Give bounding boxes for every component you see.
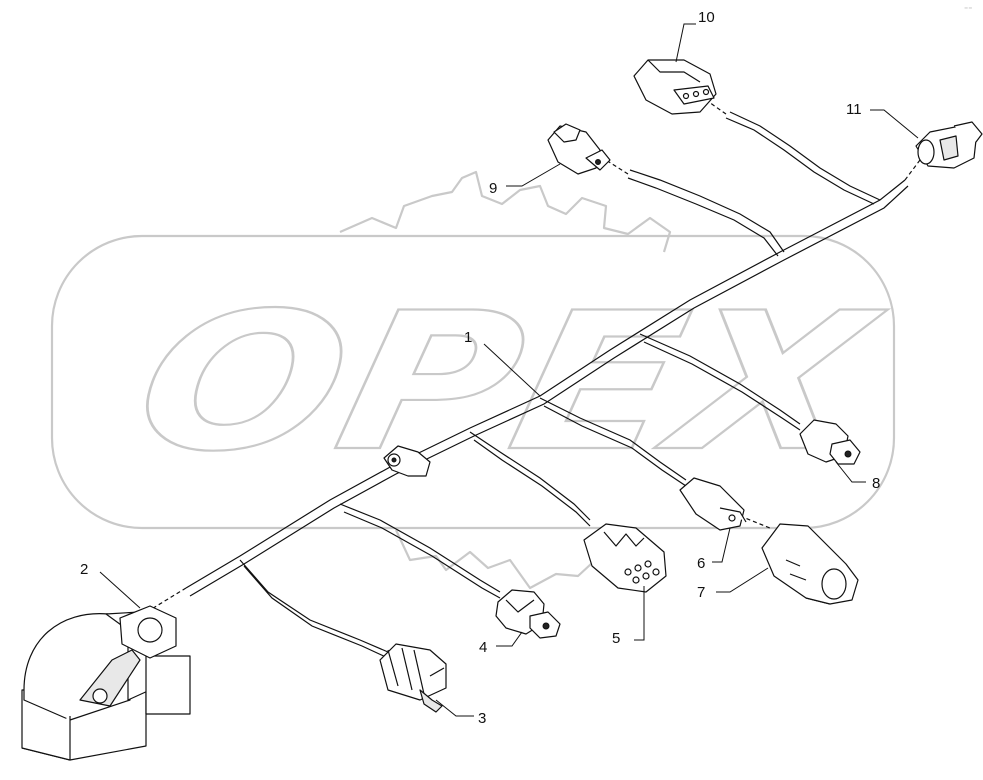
wire-to-connector-5-b (473, 439, 591, 527)
leader-4 (496, 631, 523, 647)
part-9-connector (547, 123, 611, 175)
wire-to-switch (149, 587, 187, 611)
opex-watermark: OPEX (50, 170, 897, 590)
watermark-gear-bottom (395, 529, 605, 590)
leader-2 (99, 571, 141, 609)
callout-9: 9 (489, 180, 497, 197)
wire-to-connector-5-a (469, 431, 591, 521)
corner-mark: ⁻⁻ (964, 5, 972, 14)
wire-to-connector-9-b (627, 177, 779, 257)
wire-to-connector-3-a (239, 559, 389, 653)
wire-to-connector-9-a (629, 169, 785, 253)
watermark-gear (339, 170, 672, 253)
callout-6: 6 (697, 555, 705, 572)
callout-1: 1 (464, 329, 472, 346)
callout-10: 10 (698, 9, 715, 26)
part-6-connector (679, 477, 747, 531)
callout-2: 2 (80, 561, 88, 578)
part-3-connector (379, 643, 447, 713)
leader-5 (634, 586, 645, 641)
wire-to-connector-10-b (725, 117, 875, 205)
callout-3: 3 (478, 710, 486, 727)
wire-to-connector-3-b (243, 565, 389, 659)
wire-to-connector-8-a (639, 333, 801, 425)
part-4-connector (495, 589, 561, 639)
leader-11 (870, 109, 919, 139)
harness-wires (149, 99, 921, 659)
wire-to-connector-10-a (729, 111, 881, 201)
leader-8 (835, 461, 866, 483)
part-7-connector (761, 523, 859, 605)
leader-6 (712, 527, 731, 563)
trunk-wire-b (189, 185, 909, 597)
part-10-connector (633, 59, 717, 115)
callout-7: 7 (697, 584, 705, 601)
wire-to-connector-7 (739, 515, 771, 529)
part-5-connector (583, 523, 667, 593)
wire-to-connector-11-dash (904, 159, 921, 181)
leader-1 (483, 343, 541, 397)
callout-4: 4 (479, 639, 487, 656)
watermark-plate (50, 234, 896, 530)
wire-to-connector-6-b (543, 405, 687, 487)
callout-11: 11 (846, 101, 862, 118)
part-11-connector (915, 121, 983, 169)
leader-lines (99, 23, 919, 717)
leader-10 (675, 23, 696, 63)
leader-9 (506, 163, 561, 187)
part-5-pins (624, 560, 660, 584)
callout-numbers: 1 2 3 4 5 6 7 8 9 10 11 (80, 9, 880, 727)
part-8-connector (799, 419, 861, 465)
wire-to-connector-4-b (343, 511, 501, 599)
part-2-switch (21, 605, 191, 761)
wire-to-connector-6-a (539, 397, 687, 481)
watermark-text: OPEX (119, 273, 896, 494)
wire-to-connector-4-a (339, 503, 501, 593)
leader-7 (716, 567, 769, 593)
callout-8: 8 (872, 475, 880, 492)
callout-5: 5 (612, 630, 620, 647)
wire-to-connector-8-b (643, 341, 801, 431)
leader-3 (435, 699, 474, 717)
harness-clip (383, 445, 431, 477)
wire-to-connector-9-dash (605, 159, 629, 175)
